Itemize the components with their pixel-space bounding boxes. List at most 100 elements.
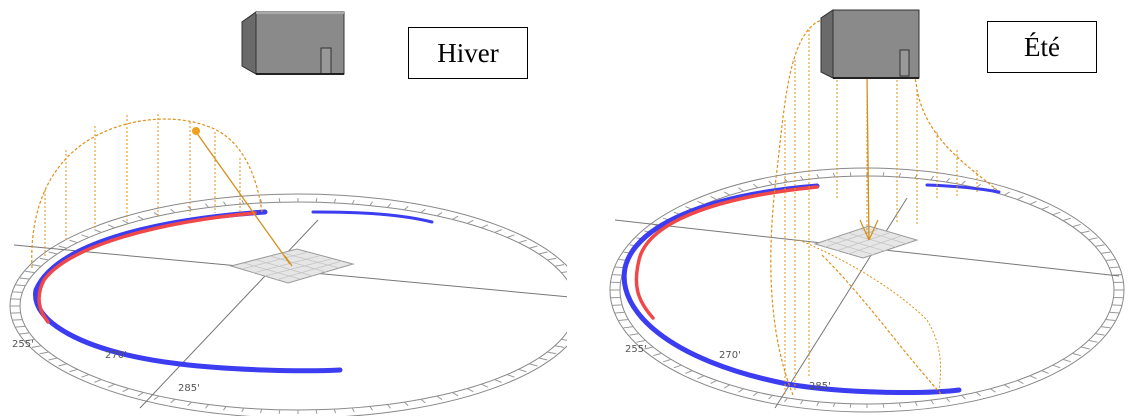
sun-ray xyxy=(866,77,870,241)
compass-tick xyxy=(832,402,836,408)
compass-tick xyxy=(467,388,474,393)
compass-tick xyxy=(241,199,245,205)
compass-tick xyxy=(107,224,115,229)
compass-tick xyxy=(94,379,102,383)
compass-tick xyxy=(1105,258,1116,261)
summer-sun-arc-east xyxy=(311,210,434,224)
compass-tick xyxy=(1052,364,1061,369)
summer-sun-arc xyxy=(621,183,962,395)
compass-tick xyxy=(420,208,426,214)
compass-tick xyxy=(170,208,176,214)
compass-tick xyxy=(816,401,820,406)
compass-tick xyxy=(946,397,950,403)
compass-tick xyxy=(738,187,744,192)
compass-tick xyxy=(187,205,192,211)
compass-tick xyxy=(882,403,885,408)
compass-tick xyxy=(436,395,443,400)
compass-tick xyxy=(961,394,966,400)
compass-tick xyxy=(723,384,731,389)
compass-tick xyxy=(94,229,102,233)
compass-tick xyxy=(19,277,30,280)
sun-ray xyxy=(195,131,291,265)
compass-tick xyxy=(612,304,623,306)
compass-tick xyxy=(547,257,557,261)
compass-tick xyxy=(629,333,639,336)
compass-tick xyxy=(975,391,981,397)
compass-tick xyxy=(170,398,176,404)
compass-tick xyxy=(333,198,337,204)
compass-tick xyxy=(15,284,26,287)
compass-tick xyxy=(1105,319,1116,322)
compass-tick xyxy=(529,245,538,249)
compass-tick xyxy=(58,245,67,249)
angle-label-270: 270' xyxy=(105,350,127,361)
sun-path-curve xyxy=(770,16,998,396)
compass-tick xyxy=(547,351,557,355)
angle-label-285: 285' xyxy=(809,381,831,392)
compass-tick xyxy=(369,201,373,206)
compass-tick xyxy=(723,191,731,196)
compass-tick xyxy=(481,224,489,229)
compass-tick xyxy=(849,403,852,408)
compass-tick xyxy=(618,319,629,322)
compass-tick xyxy=(710,379,717,385)
compass-tick xyxy=(644,346,654,350)
sun-path-curve xyxy=(31,118,263,269)
compass-tick xyxy=(436,212,443,217)
compass-tick xyxy=(1100,251,1111,254)
compass-tick xyxy=(15,325,26,328)
compass-tick xyxy=(1088,339,1098,343)
compass-tick xyxy=(784,177,788,183)
compass-tick xyxy=(278,198,281,203)
compass-tick xyxy=(25,338,35,342)
compass-tick xyxy=(420,398,426,404)
winter-sun-arc xyxy=(37,211,257,324)
compass-tick xyxy=(107,383,115,388)
compass-tick xyxy=(538,357,548,361)
compass-tick xyxy=(554,345,565,348)
compass-tick xyxy=(223,201,227,206)
compass-tick xyxy=(39,351,49,355)
compass-tick xyxy=(662,358,672,363)
compass-tick xyxy=(1029,375,1037,380)
sun-marker xyxy=(192,127,200,135)
compass-tick xyxy=(1109,311,1120,314)
compass-tick xyxy=(685,370,693,374)
compass-tick xyxy=(205,203,210,208)
compass-tick xyxy=(561,338,567,341)
compass-tick xyxy=(710,195,717,201)
compass-tick xyxy=(1109,266,1120,269)
compass-tick xyxy=(946,177,950,183)
compass-tick xyxy=(386,203,391,208)
compass-tick xyxy=(1003,191,1011,196)
compass-tick xyxy=(882,172,885,177)
compass-tick xyxy=(351,407,355,413)
compass-tick xyxy=(153,395,160,400)
compass-tick xyxy=(81,234,90,238)
compass-tick xyxy=(506,374,515,378)
summer-sun-diagram: 255' 270' 285' xyxy=(609,9,1125,413)
compass-tick xyxy=(25,270,35,274)
compass-tick xyxy=(612,274,623,276)
compass-tick xyxy=(1041,370,1049,374)
compass-tick xyxy=(1052,211,1061,216)
season-label-winter: Hiver xyxy=(408,27,528,79)
angle-label-255: 255' xyxy=(625,344,647,355)
compass-tick xyxy=(241,407,245,413)
sun-drop-lines xyxy=(44,114,241,258)
compass-tick xyxy=(1017,195,1024,201)
compass-tick xyxy=(12,319,23,321)
compass-tick xyxy=(961,180,966,186)
compass-tick xyxy=(529,363,538,367)
building-3d-view xyxy=(820,9,920,79)
compass-tick xyxy=(800,175,804,181)
compass-tick xyxy=(1080,346,1090,350)
compass-tick xyxy=(1095,333,1105,336)
compass-tick xyxy=(753,391,759,397)
compass-tick xyxy=(481,383,489,388)
winter-panel: 255' 270' 285' Hiver xyxy=(9,11,567,416)
winter-sun-arc xyxy=(634,185,819,320)
compass-ticks xyxy=(610,172,1124,408)
compass-tick xyxy=(849,172,852,177)
compass-tick xyxy=(369,406,373,411)
